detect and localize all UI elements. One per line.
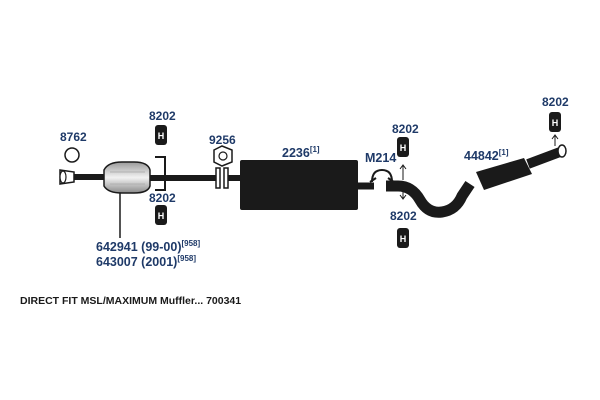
catalytic-converter	[103, 161, 216, 194]
label-643007: 643007 (2001)[958]	[96, 254, 196, 269]
rear-resonator	[476, 144, 567, 190]
flange-gasket	[213, 145, 233, 167]
hanger-top-left: H	[155, 125, 167, 145]
hanger-bottom-left: H	[155, 205, 167, 225]
mid-pipe-b	[386, 180, 475, 218]
hanger-letter: H	[158, 211, 165, 221]
label-8762: 8762	[60, 130, 87, 144]
label-hanger-bottom-left: 8202	[149, 191, 176, 205]
hanger-letter: H	[158, 131, 165, 141]
hanger-mid-bottom: H	[397, 188, 409, 248]
label-hanger-right: 8202	[542, 95, 569, 109]
diagram-caption: DIRECT FIT MSL/MAXIMUM Muffler... 700341	[20, 295, 241, 307]
flange-joint	[215, 167, 242, 189]
label-hanger-mid-top: 8202	[392, 122, 419, 136]
hanger-letter: H	[400, 234, 407, 244]
hanger-bracket	[155, 156, 166, 191]
gasket-ring	[64, 147, 80, 163]
hanger-right: H	[549, 112, 561, 146]
label-44842: 44842[1]	[464, 148, 509, 163]
hanger-letter: H	[552, 118, 559, 128]
label-hanger-mid-bottom: 8202	[390, 209, 417, 223]
label-642941: 642941 (99-00)[958]	[96, 239, 200, 254]
hanger-letter: H	[400, 143, 407, 153]
label-2236: 2236[1]	[282, 145, 320, 160]
main-muffler	[240, 160, 358, 210]
label-hanger-top-left: 8202	[149, 109, 176, 123]
clamp-m214	[369, 168, 395, 183]
label-9256: 9256	[209, 133, 236, 147]
label-m214: M214	[365, 151, 396, 165]
hanger-mid-top: H	[397, 137, 409, 180]
front-pipe	[59, 169, 110, 185]
